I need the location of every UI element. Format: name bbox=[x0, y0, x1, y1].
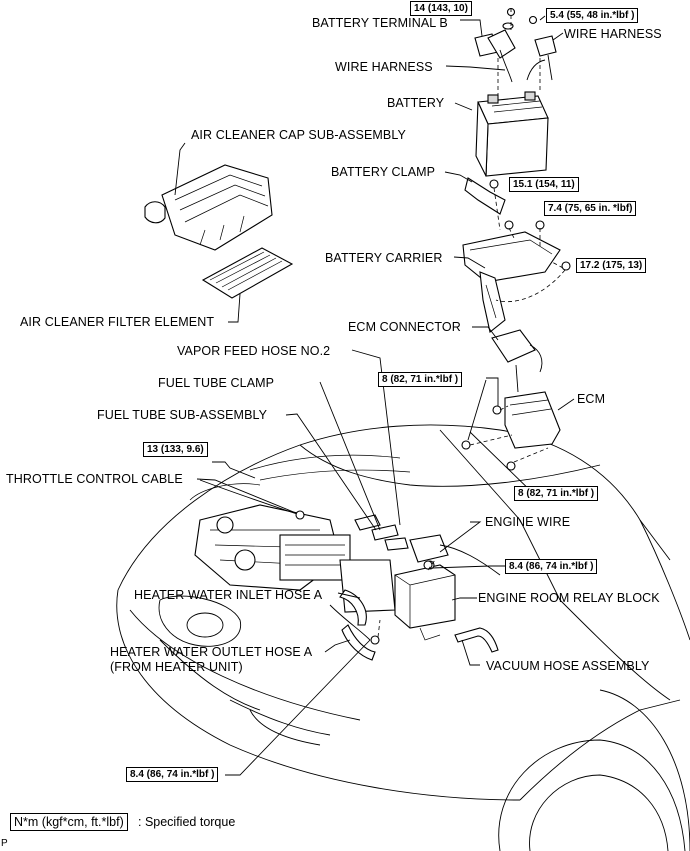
torque-spec-carrier-stay: 17.2 (175, 13) bbox=[576, 258, 647, 273]
label-engine-room-relay-block: ENGINE ROOM RELAY BLOCK bbox=[478, 591, 660, 605]
label-vacuum-hose-assembly: VACUUM HOSE ASSEMBLY bbox=[486, 659, 650, 673]
battery-part bbox=[475, 91, 549, 177]
label-battery-terminal-b: BATTERY TERMINAL B bbox=[312, 16, 448, 30]
hoses bbox=[329, 514, 499, 661]
label-throttle-control-cable: THROTTLE CONTROL CABLE bbox=[6, 472, 183, 486]
torque-spec-battery-clamp: 15.1 (154, 11) bbox=[509, 177, 579, 192]
label-fuel-tube-clamp: FUEL TUBE CLAMP bbox=[158, 376, 275, 390]
torque-spec-throttle: 13 (133, 9.6) bbox=[143, 442, 208, 457]
legend-torque-unit: N*m (kgf*cm, ft.*lbf) bbox=[10, 813, 128, 831]
air-cleaner-cap-part bbox=[144, 164, 273, 251]
bolts bbox=[370, 7, 571, 645]
engine-room-relay-block-part bbox=[394, 564, 456, 641]
battery-carrier-part bbox=[462, 231, 561, 333]
label-ecm-connector: ECM CONNECTOR bbox=[348, 320, 461, 334]
torque-spec-terminal-b: 14 (143, 10) bbox=[410, 1, 472, 16]
throttle-cable-part bbox=[199, 479, 301, 516]
ecm-part bbox=[504, 391, 561, 449]
label-ecm: ECM bbox=[577, 392, 606, 406]
label-air-cleaner-filter: AIR CLEANER FILTER ELEMENT bbox=[20, 315, 215, 329]
torque-spec-engine-wire: 8.4 (86, 74 in.*lbf ) bbox=[505, 559, 598, 574]
battery-terminal-parts bbox=[474, 22, 557, 83]
label-heater-water-outlet-hose: HEATER WATER OUTLET HOSE A bbox=[110, 645, 313, 659]
label-battery-clamp: BATTERY CLAMP bbox=[331, 165, 436, 179]
label-battery-carrier: BATTERY CARRIER bbox=[325, 251, 443, 265]
car-body-outline bbox=[116, 424, 690, 851]
ecm-connector-part bbox=[491, 329, 543, 393]
label-engine-wire: ENGINE WIRE bbox=[485, 515, 571, 529]
leader-lines bbox=[174, 8, 575, 776]
label-heater-water-inlet-hose: HEATER WATER INLET HOSE A bbox=[134, 588, 323, 602]
label-heater-water-outlet-hose-note: (FROM HEATER UNIT) bbox=[110, 660, 243, 674]
corner-mark: P bbox=[1, 838, 8, 849]
legend-description: : Specified torque bbox=[138, 815, 236, 829]
battery-clamp-part bbox=[464, 177, 506, 215]
label-air-cleaner-cap: AIR CLEANER CAP SUB-ASSEMBLY bbox=[191, 128, 406, 142]
air-cleaner-filter-part bbox=[201, 247, 294, 299]
torque-spec-heater-bolt: 8.4 (86, 74 in.*lbf ) bbox=[126, 767, 219, 782]
torque-spec-ecm-upper: 8 (82, 71 in.*lbf ) bbox=[378, 372, 463, 387]
label-wire-harness-left: WIRE HARNESS bbox=[335, 60, 433, 74]
torque-spec-ecm-lower: 8 (82, 71 in.*lbf ) bbox=[514, 486, 599, 501]
label-battery: BATTERY bbox=[387, 96, 445, 110]
label-fuel-tube-sub-assembly: FUEL TUBE SUB-ASSEMBLY bbox=[97, 408, 268, 422]
torque-spec-carrier-bolt: 7.4 (75, 65 in. *lbf) bbox=[544, 201, 637, 216]
torque-spec-wire-harness: 5.4 (55, 48 in.*lbf ) bbox=[546, 8, 639, 23]
label-vapor-feed-hose: VAPOR FEED HOSE NO.2 bbox=[177, 344, 331, 358]
label-wire-harness-right: WIRE HARNESS bbox=[564, 27, 662, 41]
